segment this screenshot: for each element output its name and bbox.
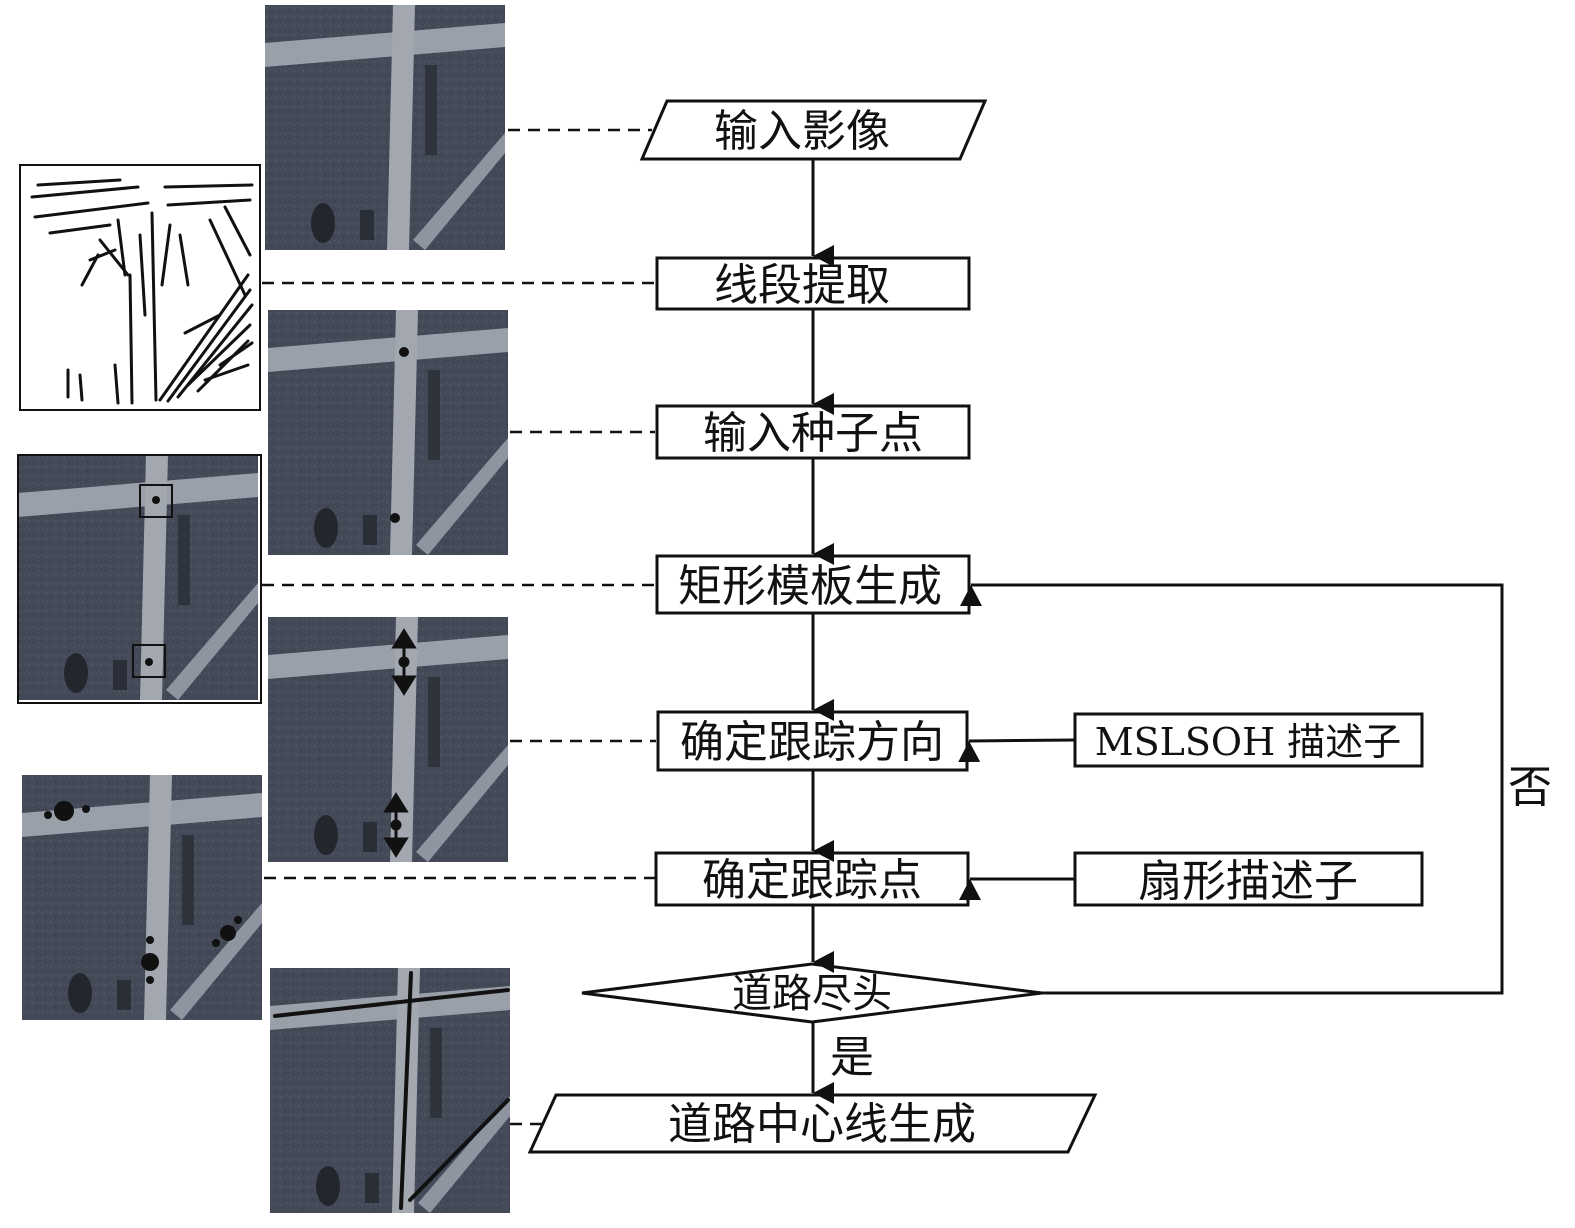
node-tracking-direction: 确定跟踪方向 [656, 710, 969, 772]
template-box [132, 644, 166, 678]
node-road-end-label: 道路尽头 [732, 971, 892, 1017]
node-centerline-gen: 道路中心线生成 [527, 1093, 1098, 1154]
flow-arrows [811, 159, 1504, 1104]
node-seed-points-label: 输入种子点 [703, 408, 923, 459]
seed-point-marker [399, 347, 409, 357]
branch-yes-label: 是 [830, 1032, 874, 1083]
node-tracking-direction-label: 确定跟踪方向 [680, 717, 944, 768]
centerline-horizontal [273, 988, 510, 1018]
seed-points-image [268, 310, 508, 555]
seed-point-marker [390, 513, 400, 523]
centerline-vertical [399, 971, 413, 1210]
rect-template-image [17, 454, 262, 704]
dashed-connectors [262, 128, 656, 1126]
input-aerial-image [265, 5, 505, 250]
node-rect-template: 矩形模板生成 [655, 554, 971, 615]
node-road-end: 道路尽头 [581, 962, 1043, 1024]
node-input-image-label: 输入影像 [714, 106, 890, 157]
centerline-result-image [270, 968, 510, 1213]
node-centerline-gen-label: 道路中心线生成 [668, 1099, 976, 1150]
line-segments-image [19, 164, 261, 411]
node-fan-descriptor: 扇形描述子 [1073, 851, 1424, 907]
tracking-direction-image [268, 617, 508, 862]
node-mslsoh-descriptor: MSLSOH 描述子 [1073, 712, 1424, 768]
branch-no-label: 否 [1508, 762, 1552, 813]
node-fan-descriptor-label: 扇形描述子 [1138, 856, 1358, 907]
node-mslsoh-descriptor-label: MSLSOH 描述子 [1095, 720, 1402, 764]
centerline-diagonal [408, 1098, 510, 1202]
node-segment-extract-label: 线段提取 [714, 260, 890, 311]
node-segment-extract: 线段提取 [655, 256, 971, 311]
tracking-points-image [22, 775, 262, 1020]
node-rect-template-label: 矩形模板生成 [678, 561, 942, 612]
template-box [139, 484, 173, 518]
node-seed-points: 输入种子点 [655, 404, 971, 460]
node-input-image: 输入影像 [639, 99, 988, 161]
node-tracking-point: 确定跟踪点 [654, 851, 970, 907]
node-tracking-point-label: 确定跟踪点 [702, 855, 922, 906]
